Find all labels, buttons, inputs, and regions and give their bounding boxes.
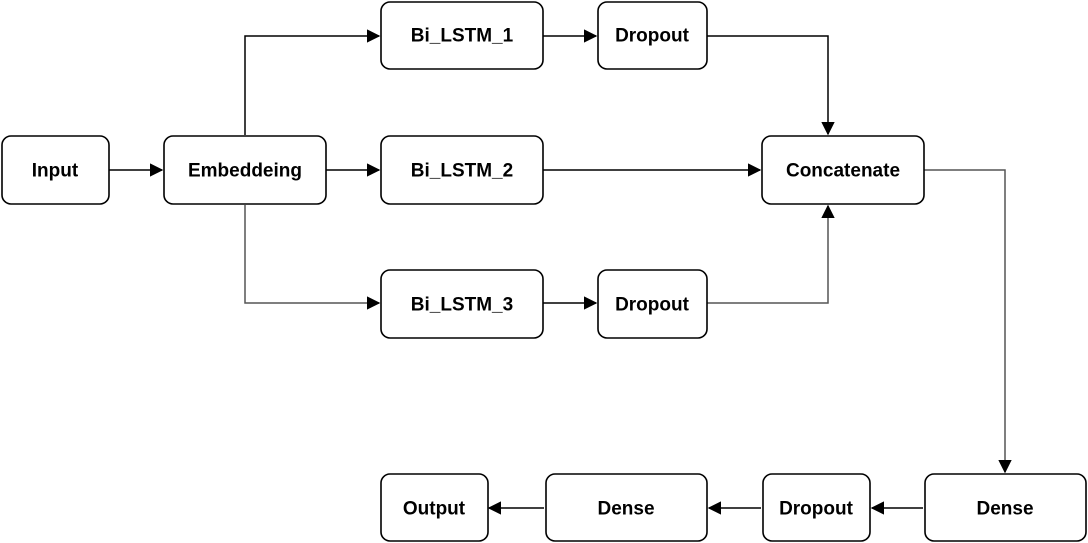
edge-dropout3-to-concatenate	[707, 204, 835, 304]
node-bilstm1-label: Bi_LSTM_1	[411, 26, 514, 47]
node-input: Input	[1, 135, 110, 205]
node-concatenate-label: Concatenate	[786, 161, 900, 182]
node-dense2: Dense	[545, 473, 708, 542]
edge-embedding-to-bilstm1	[244, 29, 381, 135]
edge-embedding-to-bilstm3	[244, 205, 381, 310]
node-concatenate: Concatenate	[761, 135, 925, 205]
node-dense1: Dense	[924, 473, 1087, 542]
edge-dropout1-to-concatenate	[707, 35, 835, 136]
node-embedding: Embeddeing	[163, 135, 327, 205]
edges	[109, 29, 1012, 515]
node-output: Output	[380, 473, 489, 542]
edge-concatenate-to-dense1	[924, 169, 1012, 474]
node-dropout1-label: Dropout	[615, 26, 690, 47]
node-dropout3: Dropout	[597, 269, 708, 339]
node-bilstm3-label: Bi_LSTM_3	[411, 295, 513, 316]
node-dropout3-label: Dropout	[615, 295, 690, 316]
node-embedding-label: Embeddeing	[188, 161, 302, 182]
node-dropout-final: Dropout	[762, 473, 871, 542]
node-bilstm2: Bi_LSTM_2	[380, 135, 544, 205]
node-dense1-label: Dense	[976, 499, 1033, 520]
node-bilstm2-label: Bi_LSTM_2	[411, 161, 513, 182]
node-bilstm1: Bi_LSTM_1	[380, 1, 544, 70]
node-bilstm3: Bi_LSTM_3	[380, 269, 544, 339]
node-dropout1: Dropout	[597, 1, 708, 70]
node-input-label: Input	[32, 161, 79, 182]
node-dropout-final-label: Dropout	[779, 499, 854, 520]
node-output-label: Output	[403, 499, 466, 520]
node-dense2-label: Dense	[597, 499, 654, 520]
